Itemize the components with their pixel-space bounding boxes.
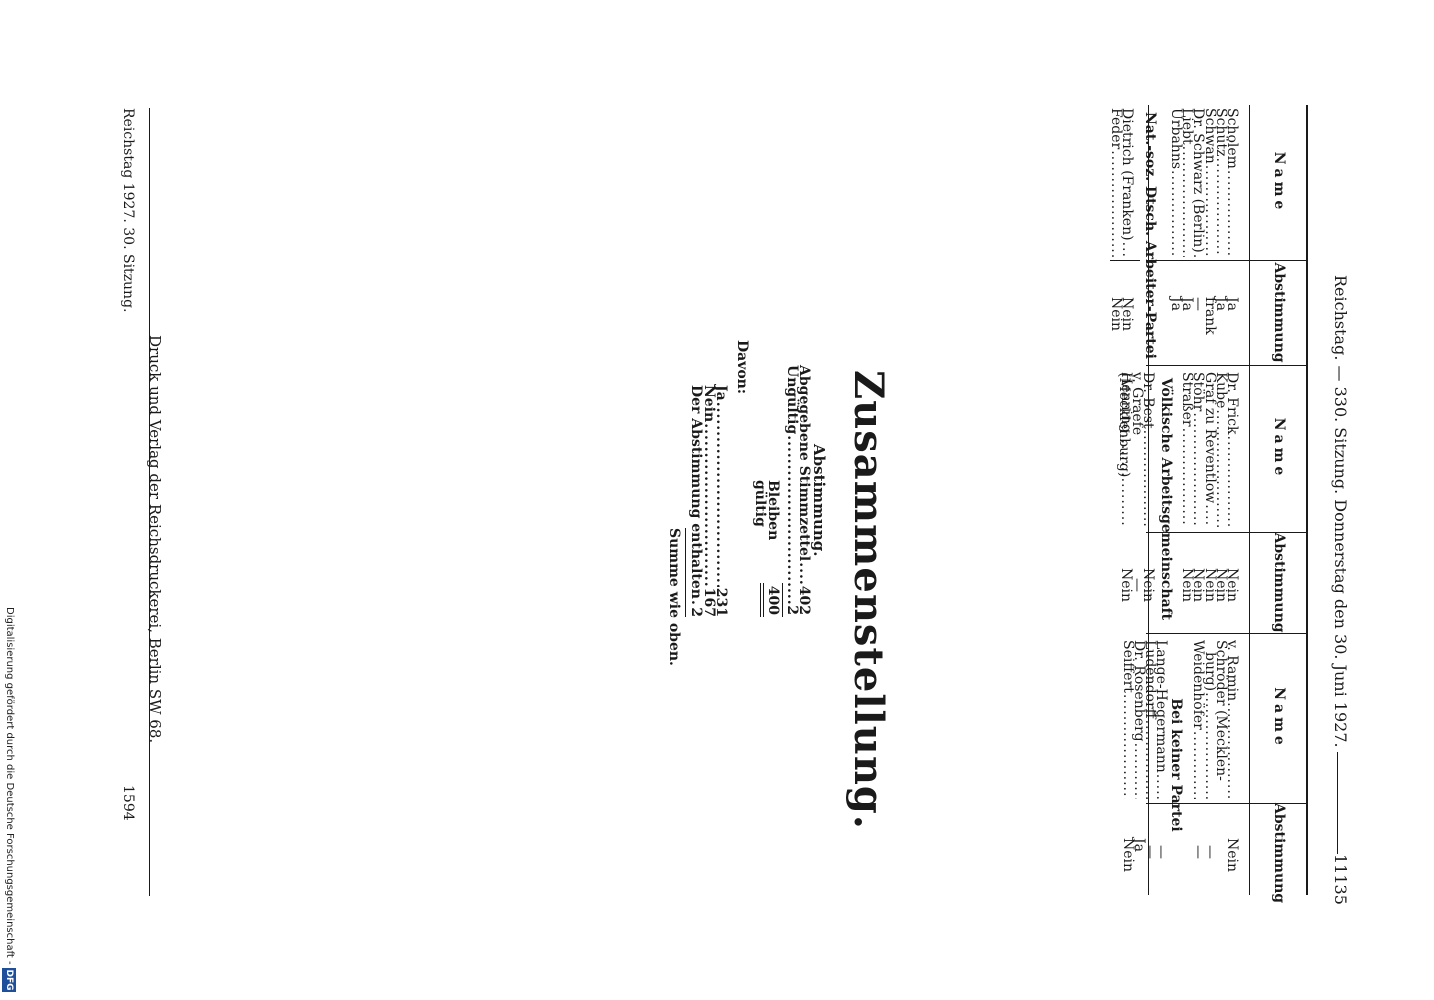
summary-label: Ungültig xyxy=(784,365,800,435)
summary-line: Der Abstimmung enthalten 2 xyxy=(688,385,704,617)
table-row: Urbahns xyxy=(1168,108,1184,258)
summary-closing: Summe wie oben. xyxy=(666,528,682,666)
running-head: Reichstag. — 330. Sitzung. Donnerstag de… xyxy=(1331,275,1350,748)
member-name: Weidenhöfer xyxy=(1190,640,1206,730)
summary-line: Ungültig 2 xyxy=(784,365,800,615)
summary-label: Der Abstimmung enthalten xyxy=(688,385,704,599)
party-heading: Nat.-soz. Dtsch. Arbeiter-Partei xyxy=(1142,112,1158,359)
summary-davon: Davon: xyxy=(734,340,750,395)
col-header-name-3: Name xyxy=(1271,687,1287,749)
vote-value: Nein xyxy=(1118,568,1134,603)
table-header-rule xyxy=(1249,105,1250,895)
member-name: Feder xyxy=(1108,108,1124,150)
table-row: Feder xyxy=(1108,108,1124,258)
vote-value: — xyxy=(1190,845,1206,859)
vote-value: Nein xyxy=(1108,297,1124,332)
summary-label: Bleiben gültig xyxy=(752,480,781,541)
footer-page-number: 1594 xyxy=(120,785,136,821)
member-name: Seiffert xyxy=(1120,640,1136,693)
summary-subtitle: Abstimmung. xyxy=(810,444,828,557)
col-header-vote-3: Abstimmung xyxy=(1271,803,1287,904)
table-row: Henning xyxy=(1118,372,1134,528)
dfg-logo: DFG xyxy=(2,968,16,992)
vote-value: Nein xyxy=(1224,838,1240,873)
member-name: Straßer xyxy=(1179,372,1195,427)
vote-value: Nein xyxy=(1120,838,1136,873)
page-number: 11135 xyxy=(1331,854,1350,905)
group-rule xyxy=(1188,803,1240,804)
summary-value: 2 xyxy=(688,607,704,617)
sum-rule xyxy=(782,583,783,617)
sum-double-rule-b xyxy=(760,583,761,617)
running-head-rule xyxy=(1337,752,1338,854)
table-row: Weidenhöfer xyxy=(1190,640,1206,800)
footer-rule xyxy=(149,108,150,896)
dfg-credit: Digitalisierung gefördert durch die Deut… xyxy=(4,607,15,965)
footer-left: Reichstag 1927. 30. Sitzung. xyxy=(120,108,136,313)
summary-value: 400 xyxy=(765,585,781,615)
summary-value: 2 xyxy=(784,605,800,615)
party-heading: Bei keiner Partei xyxy=(1168,698,1184,832)
table-row: Straßer xyxy=(1179,372,1195,528)
col-header-vote-1: Abstimmung xyxy=(1271,262,1287,363)
summary-title: Zusammenstellung. xyxy=(845,370,892,830)
party-heading: Völkische Arbeitsgemeinschaft xyxy=(1158,377,1174,621)
member-name: Henning xyxy=(1118,372,1134,433)
col-header-vote-2: Abstimmung xyxy=(1271,532,1287,633)
table-row: Seiffert xyxy=(1120,640,1136,800)
group-rule xyxy=(1110,260,1140,261)
vote-value: Nein xyxy=(1179,568,1195,603)
summary-valid: Bleiben gültig 400 xyxy=(752,480,781,615)
col-header-name-2: Name xyxy=(1271,417,1287,480)
sum-double-rule-a xyxy=(763,583,764,617)
col-header-name-1: Name xyxy=(1271,151,1287,214)
sum-rule xyxy=(685,528,686,617)
table-top-rule xyxy=(1306,105,1308,895)
member-name: Urbahns xyxy=(1168,108,1184,170)
vote-value: Ja xyxy=(1168,297,1184,311)
